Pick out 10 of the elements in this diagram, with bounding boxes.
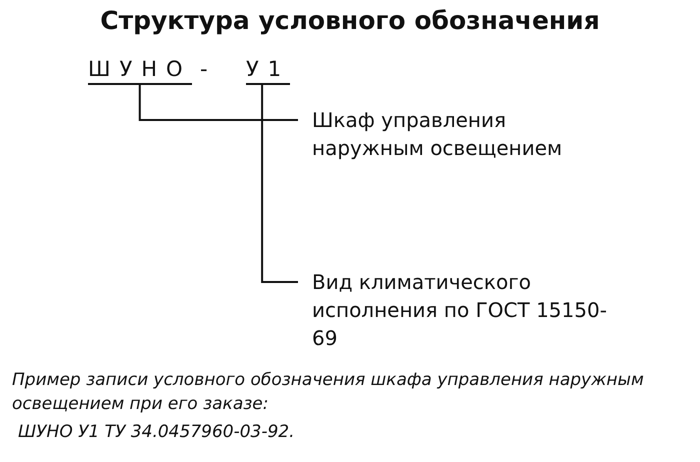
description-text: Шкаф управления наружным освещением [312, 106, 612, 162]
hyphen: - [200, 56, 208, 83]
leader-line [138, 85, 298, 121]
caption-text: Пример записи условного обозначения шкафа управления наружным освещением при его заказе: [12, 369, 645, 416]
description-text: Вид климатического исполнения по ГОСТ 15150-69 [312, 268, 612, 352]
code-part: У1 [246, 56, 290, 85]
designation-example: ШУНО У1 ТУ 34.0457960-03-92. [18, 421, 295, 444]
code-part: ШУНО [88, 56, 192, 85]
diagram-title: Структура условного обозначения [99, 6, 601, 35]
leader-line [261, 85, 298, 283]
